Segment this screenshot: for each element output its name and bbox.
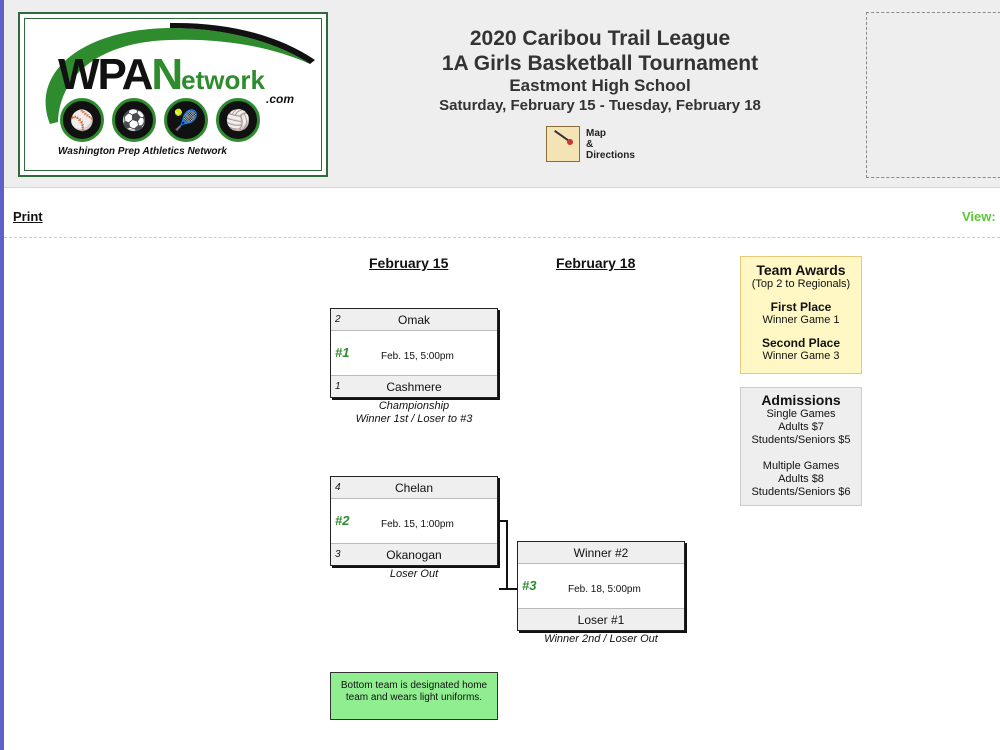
tournament-event-title: 1A Girls Basketball Tournament [441, 52, 759, 75]
multiple-adults-price: Adults $8 [778, 473, 824, 485]
team-name: Winner #2 [573, 545, 629, 560]
tournament-venue: Eastmont High School [509, 76, 691, 95]
logo-tagline: Washington Prep Athletics Network [58, 146, 227, 157]
map-directions-link[interactable]: Map & Directions [546, 126, 635, 162]
game-1-box[interactable]: 2 Omak #1 Feb. 15, 5:00pm 1 Cashmere [330, 308, 498, 398]
team-name: Omak [397, 312, 430, 327]
team-name: Okanogan [386, 547, 442, 562]
game-2-box[interactable]: 4 Chelan #2 Feb. 15, 1:00pm 3 Okanogan [330, 476, 498, 566]
single-adults-price: Adults $7 [778, 421, 824, 433]
bracket-connector [508, 588, 517, 590]
map-directions-label: Map & Directions [586, 127, 635, 161]
game-number: #3 [522, 578, 537, 593]
bracket-connector [499, 520, 508, 590]
admissions-title: Admissions [761, 392, 841, 408]
team-name: Chelan [394, 480, 434, 495]
wpa-network-logo[interactable]: WPANetwork .com ⚾ ⚽ 🎾 🏐 Washington Prep … [18, 12, 328, 177]
awards-title: Team Awards [756, 262, 846, 278]
print-link[interactable]: Print [13, 209, 43, 224]
team-seed: 1 [335, 381, 341, 392]
first-place-value: Winner Game 1 [762, 314, 840, 326]
game-1-bottom-team: 1 Cashmere [331, 375, 497, 397]
tournament-league-title: 2020 Caribou Trail League [469, 27, 731, 50]
multiple-students-price: Students/Seniors $6 [751, 486, 851, 498]
left-window-edge [0, 0, 4, 750]
second-place-value: Winner Game 3 [762, 350, 840, 362]
game-3-box[interactable]: Winner #2 #3 Feb. 18, 5:00pm Loser #1 [517, 541, 685, 631]
tournament-dates: Saturday, February 15 - Tuesday, Februar… [439, 97, 761, 114]
tennis-icon: 🎾 [164, 98, 208, 142]
game-2-top-team: 4 Chelan [331, 477, 497, 499]
team-seed: 3 [335, 549, 341, 560]
game-1-caption: Championship Winner 1st / Loser to #3 [355, 400, 473, 425]
tournament-title-block: 2020 Caribou Trail League 1A Girls Baske… [400, 26, 800, 116]
ad-placeholder [866, 12, 1000, 178]
logo-domain: .com [266, 92, 295, 106]
game-2-bottom-team: 3 Okanogan [331, 543, 497, 565]
game-number: #1 [335, 345, 350, 360]
logo-wordmark: WPANetwork [58, 50, 265, 99]
game-1-top-team: 2 Omak [331, 309, 497, 331]
multiple-games-label: Multiple Games [762, 460, 840, 472]
view-selector-label[interactable]: View: [962, 209, 996, 224]
game-time: Feb. 18, 5:00pm [568, 584, 641, 595]
soccer-icon: ⚽ [112, 98, 156, 142]
logo-swoosh-icon [45, 22, 315, 124]
team-seed: 2 [335, 314, 341, 325]
toolbar: Print View: [4, 188, 1000, 238]
team-seed: 4 [335, 482, 341, 493]
game-number: #2 [335, 513, 350, 528]
baseball-icon: ⚾ [60, 98, 104, 142]
admissions-panel: Admissions Single Games Adults $7 Studen… [740, 387, 862, 506]
game-time: Feb. 15, 1:00pm [381, 519, 454, 530]
map-icon [546, 126, 580, 162]
volleyball-icon: 🏐 [216, 98, 260, 142]
single-games-label: Single Games [766, 408, 836, 420]
single-students-price: Students/Seniors $5 [751, 434, 851, 446]
home-team-note: Bottom team is designated home team and … [330, 672, 498, 720]
team-awards-panel: Team Awards (Top 2 to Regionals) First P… [740, 256, 862, 374]
second-place-label: Second Place [761, 336, 841, 350]
game-2-caption: Loser Out [389, 568, 439, 580]
first-place-label: First Place [770, 300, 832, 314]
tournament-header: WPANetwork .com ⚾ ⚽ 🎾 🏐 Washington Prep … [4, 0, 1000, 188]
game-time: Feb. 15, 5:00pm [381, 351, 454, 362]
team-name: Cashmere [386, 379, 442, 394]
day-header-feb15: February 15 [369, 255, 449, 271]
team-name: Loser #1 [577, 612, 625, 627]
game-3-caption: Winner 2nd / Loser Out [544, 633, 658, 645]
day-header-feb18: February 18 [556, 255, 636, 271]
awards-subtitle: (Top 2 to Regionals) [751, 278, 851, 290]
game-3-top-team: Winner #2 [518, 542, 684, 564]
game-3-bottom-team: Loser #1 [518, 608, 684, 630]
